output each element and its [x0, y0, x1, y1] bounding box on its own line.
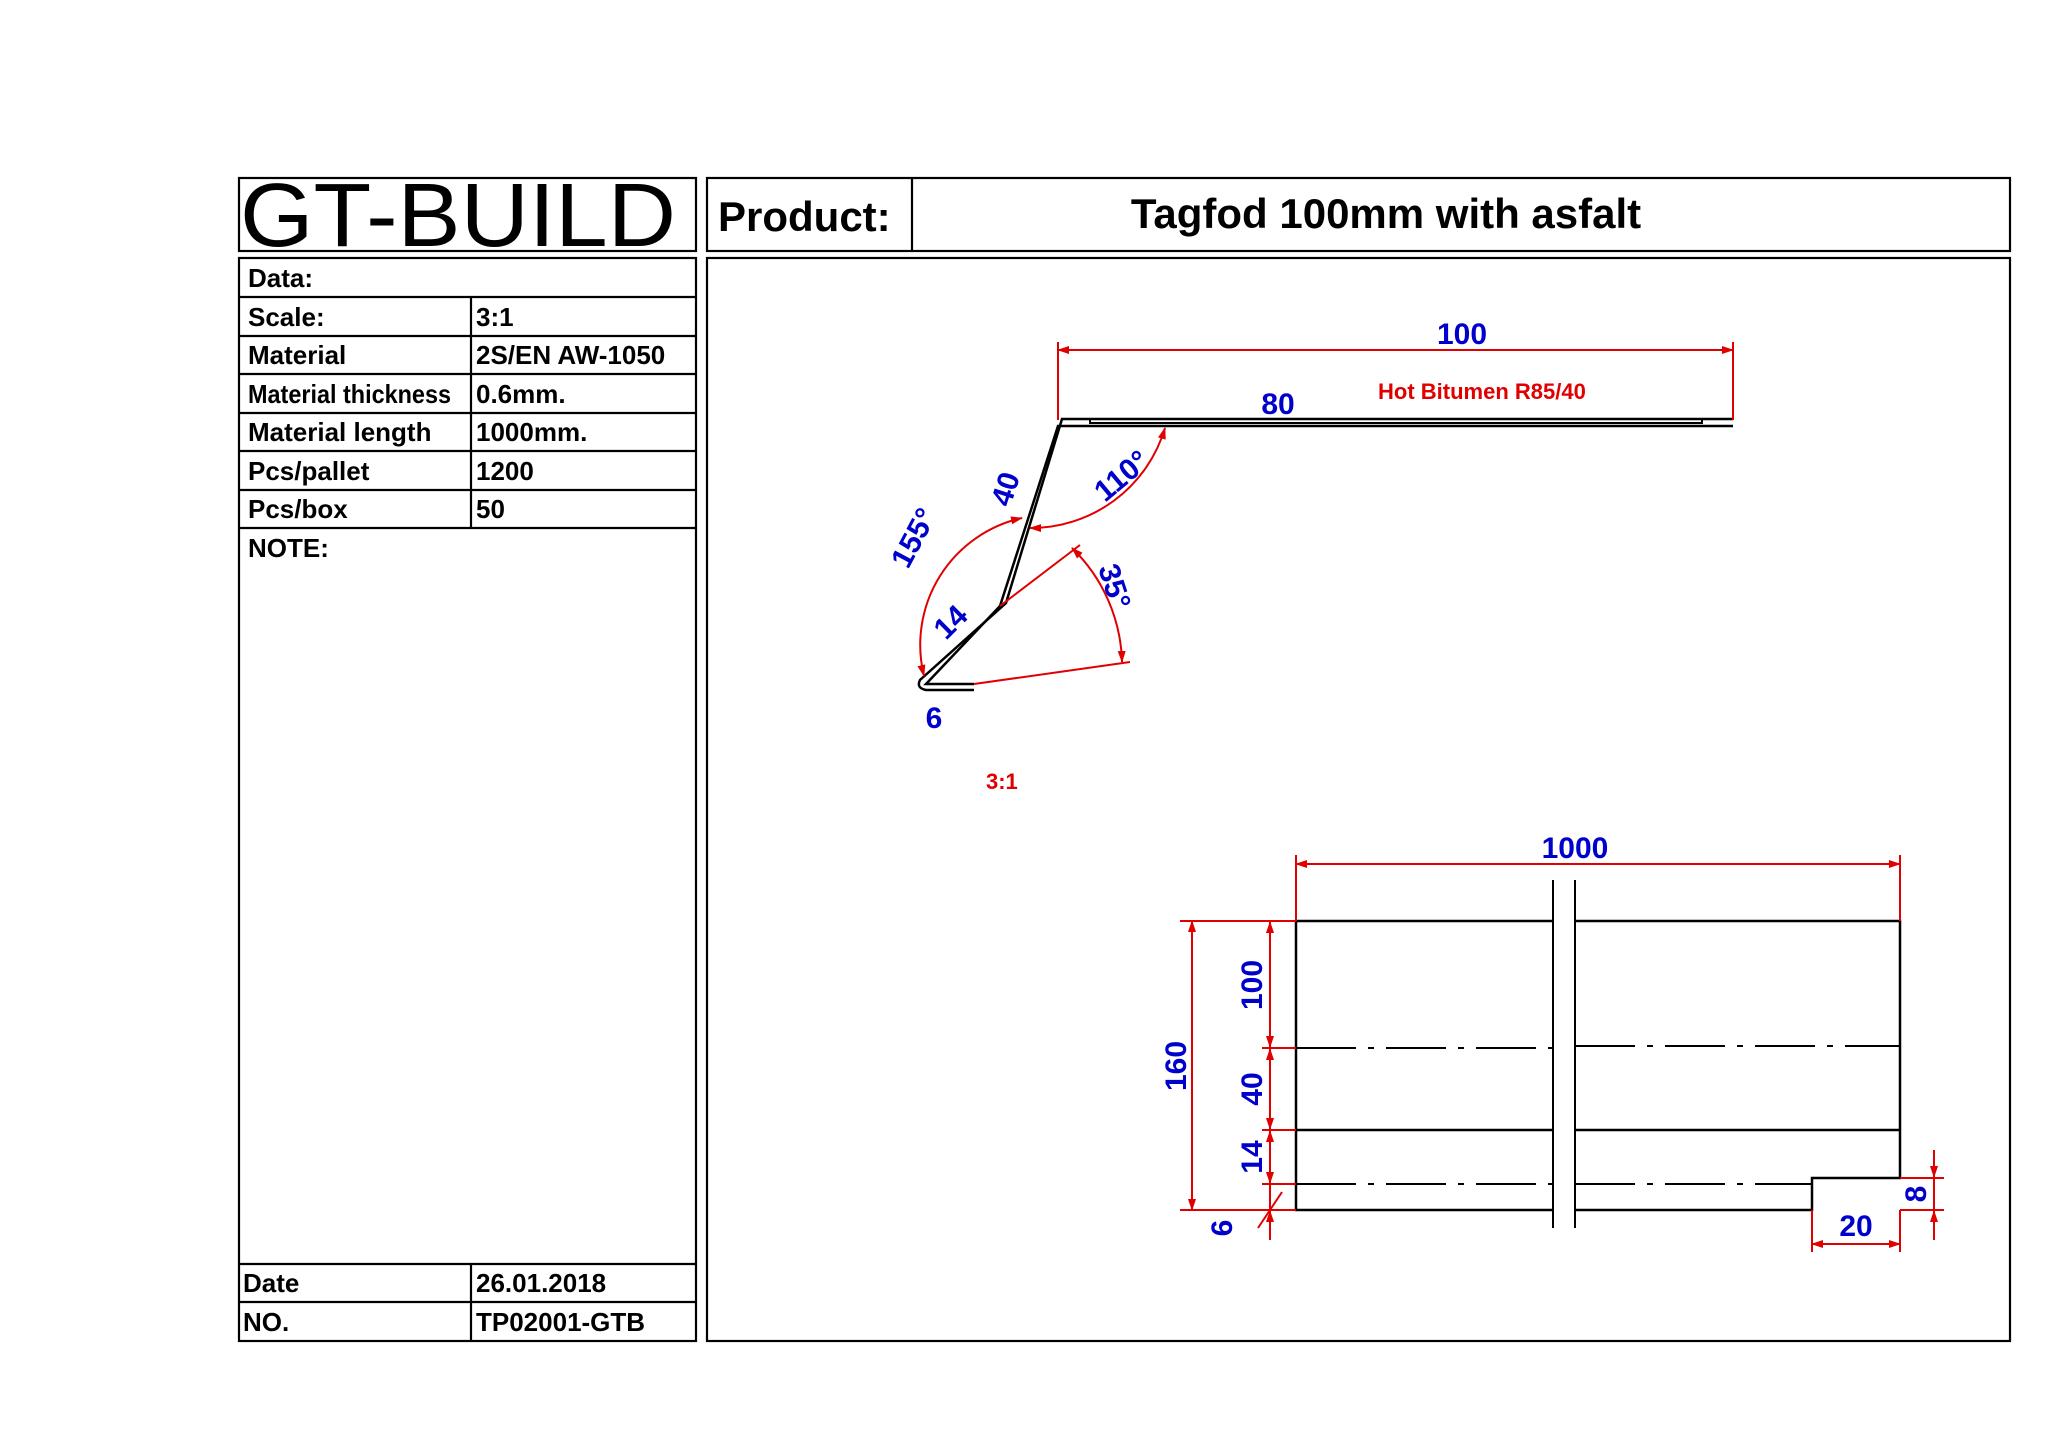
angle-top: 110°	[1088, 444, 1155, 508]
note-label: NOTE:	[248, 533, 329, 563]
row-label-pcs-pallet: Pcs/pallet	[248, 456, 370, 486]
row-label-pcs-box: Pcs/box	[248, 494, 348, 524]
dim-seg-3: 14	[1236, 1140, 1269, 1174]
product-name: Tagfod 100mm with asfalt	[1131, 190, 1641, 237]
dim-seg-2: 40	[1236, 1072, 1269, 1105]
row-value-length: 1000mm.	[476, 417, 587, 447]
plan-outline-right	[1575, 919, 1902, 1212]
info-table	[237, 256, 698, 1343]
row-label-data: Data:	[248, 263, 313, 293]
angle-arc-left	[917, 516, 1023, 677]
dim-hem: 6	[926, 702, 943, 735]
product-header	[705, 176, 2012, 253]
drawing-number-value: TP02001-GTB	[476, 1307, 645, 1337]
angle-left: 155°	[885, 503, 943, 573]
dim-length: 1000	[1542, 832, 1609, 865]
row-label-thickness: Material thickness	[248, 379, 451, 409]
plan-view: 1000 160 100 40 14 6 8 20	[1160, 832, 1944, 1252]
angle-arc-top	[1029, 427, 1166, 533]
company-logo: GT-BUILD	[240, 166, 676, 266]
title-block: GT-BUILD Data: Scale: 3:1 Material 2S/EN…	[237, 166, 2012, 1343]
row-value-pcs-box: 50	[476, 494, 505, 524]
dim-total-height: 160	[1160, 1041, 1193, 1091]
date-value: 26.01.2018	[476, 1268, 606, 1298]
logo-box	[237, 176, 698, 253]
angle-arc-bottom	[1071, 547, 1126, 663]
row-value-material: 2S/EN AW-1050	[476, 340, 665, 370]
row-value-pcs-pallet: 1200	[476, 456, 534, 486]
row-label-length: Material length	[248, 417, 431, 447]
profile-inner-line	[917, 417, 1733, 692]
drawing-frame	[705, 256, 2012, 1343]
dim-notch-h: 8	[1900, 1186, 1933, 1203]
dim-asphalt-width: 80	[1261, 388, 1294, 421]
asphalt-note: Hot Bitumen R85/40	[1378, 379, 1586, 404]
row-value-thickness: 0.6mm.	[476, 379, 566, 409]
drawing-number-label: NO.	[243, 1307, 289, 1337]
row-label-scale: Scale:	[248, 302, 325, 332]
plan-outline-left	[1294, 919, 1553, 1212]
row-label-material: Material	[248, 340, 346, 370]
asphalt-strip	[1089, 418, 1703, 424]
profile-view: 100 80 Hot Bitumen R85/40 110° 40 155° 3…	[885, 318, 1734, 794]
row-value-scale: 3:1	[476, 302, 514, 332]
angle-bottom: 35°	[1091, 560, 1136, 613]
dim-total-width: 100	[1437, 318, 1487, 351]
scale-note: 3:1	[986, 769, 1018, 794]
dim-seg-1: 100	[1236, 960, 1269, 1010]
dim-slope: 40	[985, 468, 1027, 510]
date-label: Date	[243, 1268, 299, 1298]
dim-seg-4: 6	[1206, 1220, 1239, 1237]
dim-notch-w: 20	[1839, 1210, 1872, 1243]
product-label: Product:	[718, 193, 891, 240]
